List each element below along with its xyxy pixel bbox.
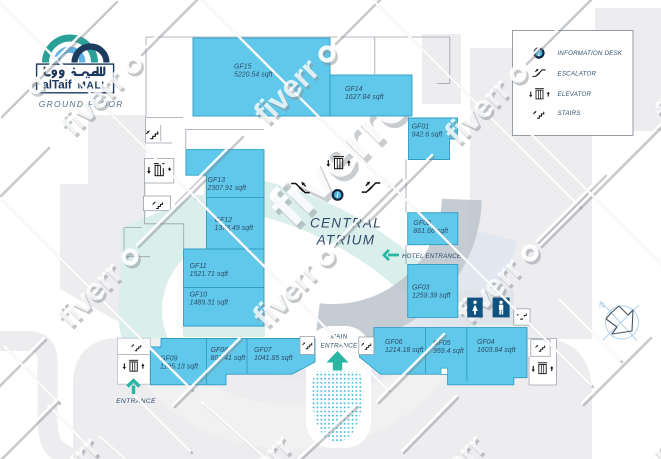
svg-text:GF14: GF14	[345, 86, 363, 93]
svg-text:i: i	[538, 48, 541, 58]
svg-text:GF09: GF09	[160, 356, 178, 363]
svg-text:ENTRANCE: ENTRANCE	[116, 398, 156, 405]
svg-text:1195.13 sqft: 1195.13 sqft	[160, 364, 199, 371]
svg-text:ESCALATOR: ESCALATOR	[558, 71, 597, 78]
svg-text:1627.84 sqft: 1627.84 sqft	[345, 94, 385, 101]
svg-text:GROUND FLOOR: GROUND FLOOR	[39, 99, 124, 109]
svg-text:GF10: GF10	[190, 292, 208, 299]
svg-text:942.6 sqft: 942.6 sqft	[412, 132, 444, 139]
svg-text:GF03: GF03	[412, 285, 430, 292]
svg-text:1373.49 sqft: 1373.49 sqft	[215, 225, 255, 232]
svg-text:959.4 sqft: 959.4 sqft	[433, 348, 465, 355]
svg-text:1214.18 sqft: 1214.18 sqft	[385, 347, 425, 354]
svg-text:GF05: GF05	[433, 340, 451, 347]
svg-text:N: N	[599, 301, 605, 310]
svg-text:GF07: GF07	[254, 347, 273, 354]
svg-text:ATRIUM: ATRIUM	[316, 233, 376, 248]
svg-text:ENTRANCE: ENTRANCE	[320, 343, 358, 350]
svg-text:1489.31 sqft: 1489.31 sqft	[190, 300, 230, 307]
svg-text:861.66 sqft: 861.66 sqft	[413, 228, 449, 235]
svg-text:MALL: MALL	[78, 81, 109, 92]
svg-text:1603.84 sqft: 1603.84 sqft	[477, 347, 517, 354]
svg-text:5220.54 sqft: 5220.54 sqft	[234, 72, 274, 79]
svg-text:MAIN: MAIN	[331, 334, 348, 341]
svg-text:GF13: GF13	[208, 177, 226, 184]
svg-text:1041.85 sqft: 1041.85 sqft	[254, 355, 294, 362]
svg-text:1259.39 sqft: 1259.39 sqft	[412, 293, 452, 300]
svg-text:alTaif: alTaif	[42, 78, 72, 92]
svg-text:ELEVATOR: ELEVATOR	[558, 91, 592, 98]
svg-text:807.41 sqft: 807.41 sqft	[211, 355, 247, 362]
svg-text:HOTEL ENTRANCE: HOTEL ENTRANCE	[402, 253, 462, 260]
svg-text:GF02: GF02	[413, 220, 431, 227]
svg-text:INFORMATION DESK: INFORMATION DESK	[558, 50, 623, 57]
svg-text:GF04: GF04	[477, 339, 495, 346]
svg-text:2307.91 sqft: 2307.91 sqft	[207, 185, 248, 192]
svg-text:GF08: GF08	[211, 347, 229, 354]
svg-text:GF15: GF15	[234, 64, 252, 71]
svg-text:GF11: GF11	[190, 263, 207, 270]
svg-text:CENTRAL: CENTRAL	[310, 216, 382, 231]
svg-text:1521.71 sqft: 1521.71 sqft	[190, 271, 230, 278]
svg-text:GF06: GF06	[385, 339, 403, 346]
svg-text:GF12: GF12	[215, 217, 233, 224]
svg-text:i: i	[336, 190, 339, 200]
svg-text:GF01: GF01	[412, 124, 430, 131]
svg-text:STAIRS: STAIRS	[558, 110, 582, 117]
